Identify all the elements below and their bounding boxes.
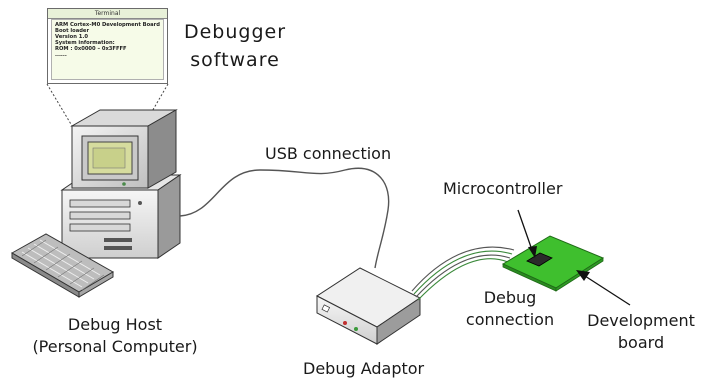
- debug-host-label: Debug Host (Personal Computer): [24, 314, 206, 358]
- development-board-icon: [501, 235, 605, 292]
- debugger-software-line1: Debugger: [183, 21, 287, 43]
- usb-cable: [179, 167, 390, 269]
- debug-host-line1: Debug Host: [67, 315, 163, 334]
- terminal-line: System information:: [55, 40, 115, 46]
- development-board-arrow: [576, 270, 631, 306]
- debug-adaptor-label: Debug Adaptor: [303, 359, 425, 378]
- microcontroller-chip: [526, 252, 553, 267]
- development-board-line1: Development: [587, 311, 695, 330]
- terminal-line: ......: [55, 52, 67, 58]
- development-board-label: Development board: [585, 310, 697, 354]
- development-board-line2: board: [617, 333, 665, 352]
- microcontroller-arrow: [517, 209, 537, 258]
- debug-ribbon-cable: [411, 246, 515, 301]
- debugger-software-label: Debugger software: [180, 18, 290, 74]
- keyboard-icon: [10, 233, 114, 298]
- debug-connection-line2: connection: [465, 310, 555, 329]
- debug-adaptor-icon: [316, 267, 421, 345]
- terminal-window: Terminal ARM Cortex-M0 Development Board…: [47, 8, 168, 84]
- microcontroller-label: Microcontroller: [443, 179, 563, 198]
- debug-connection-label: Debug connection: [460, 287, 560, 331]
- terminal-body: ARM Cortex-M0 Development Board Boot loa…: [51, 19, 164, 80]
- terminal-line: ARM Cortex-M0 Development Board: [55, 22, 160, 28]
- debug-host-line2: (Personal Computer): [32, 337, 198, 356]
- terminal-title: Terminal: [48, 9, 167, 19]
- debugger-software-line2: software: [190, 49, 280, 71]
- usb-connection-label: USB connection: [265, 144, 392, 163]
- terminal-line: ROM : 0x0000 – 0x3FFFF: [55, 46, 127, 52]
- terminal-line: Boot loader: [55, 28, 89, 34]
- terminal-line: Version 1.0: [55, 34, 88, 40]
- debug-host-computer-icon: [60, 109, 182, 259]
- debug-connection-line1: Debug: [483, 288, 537, 307]
